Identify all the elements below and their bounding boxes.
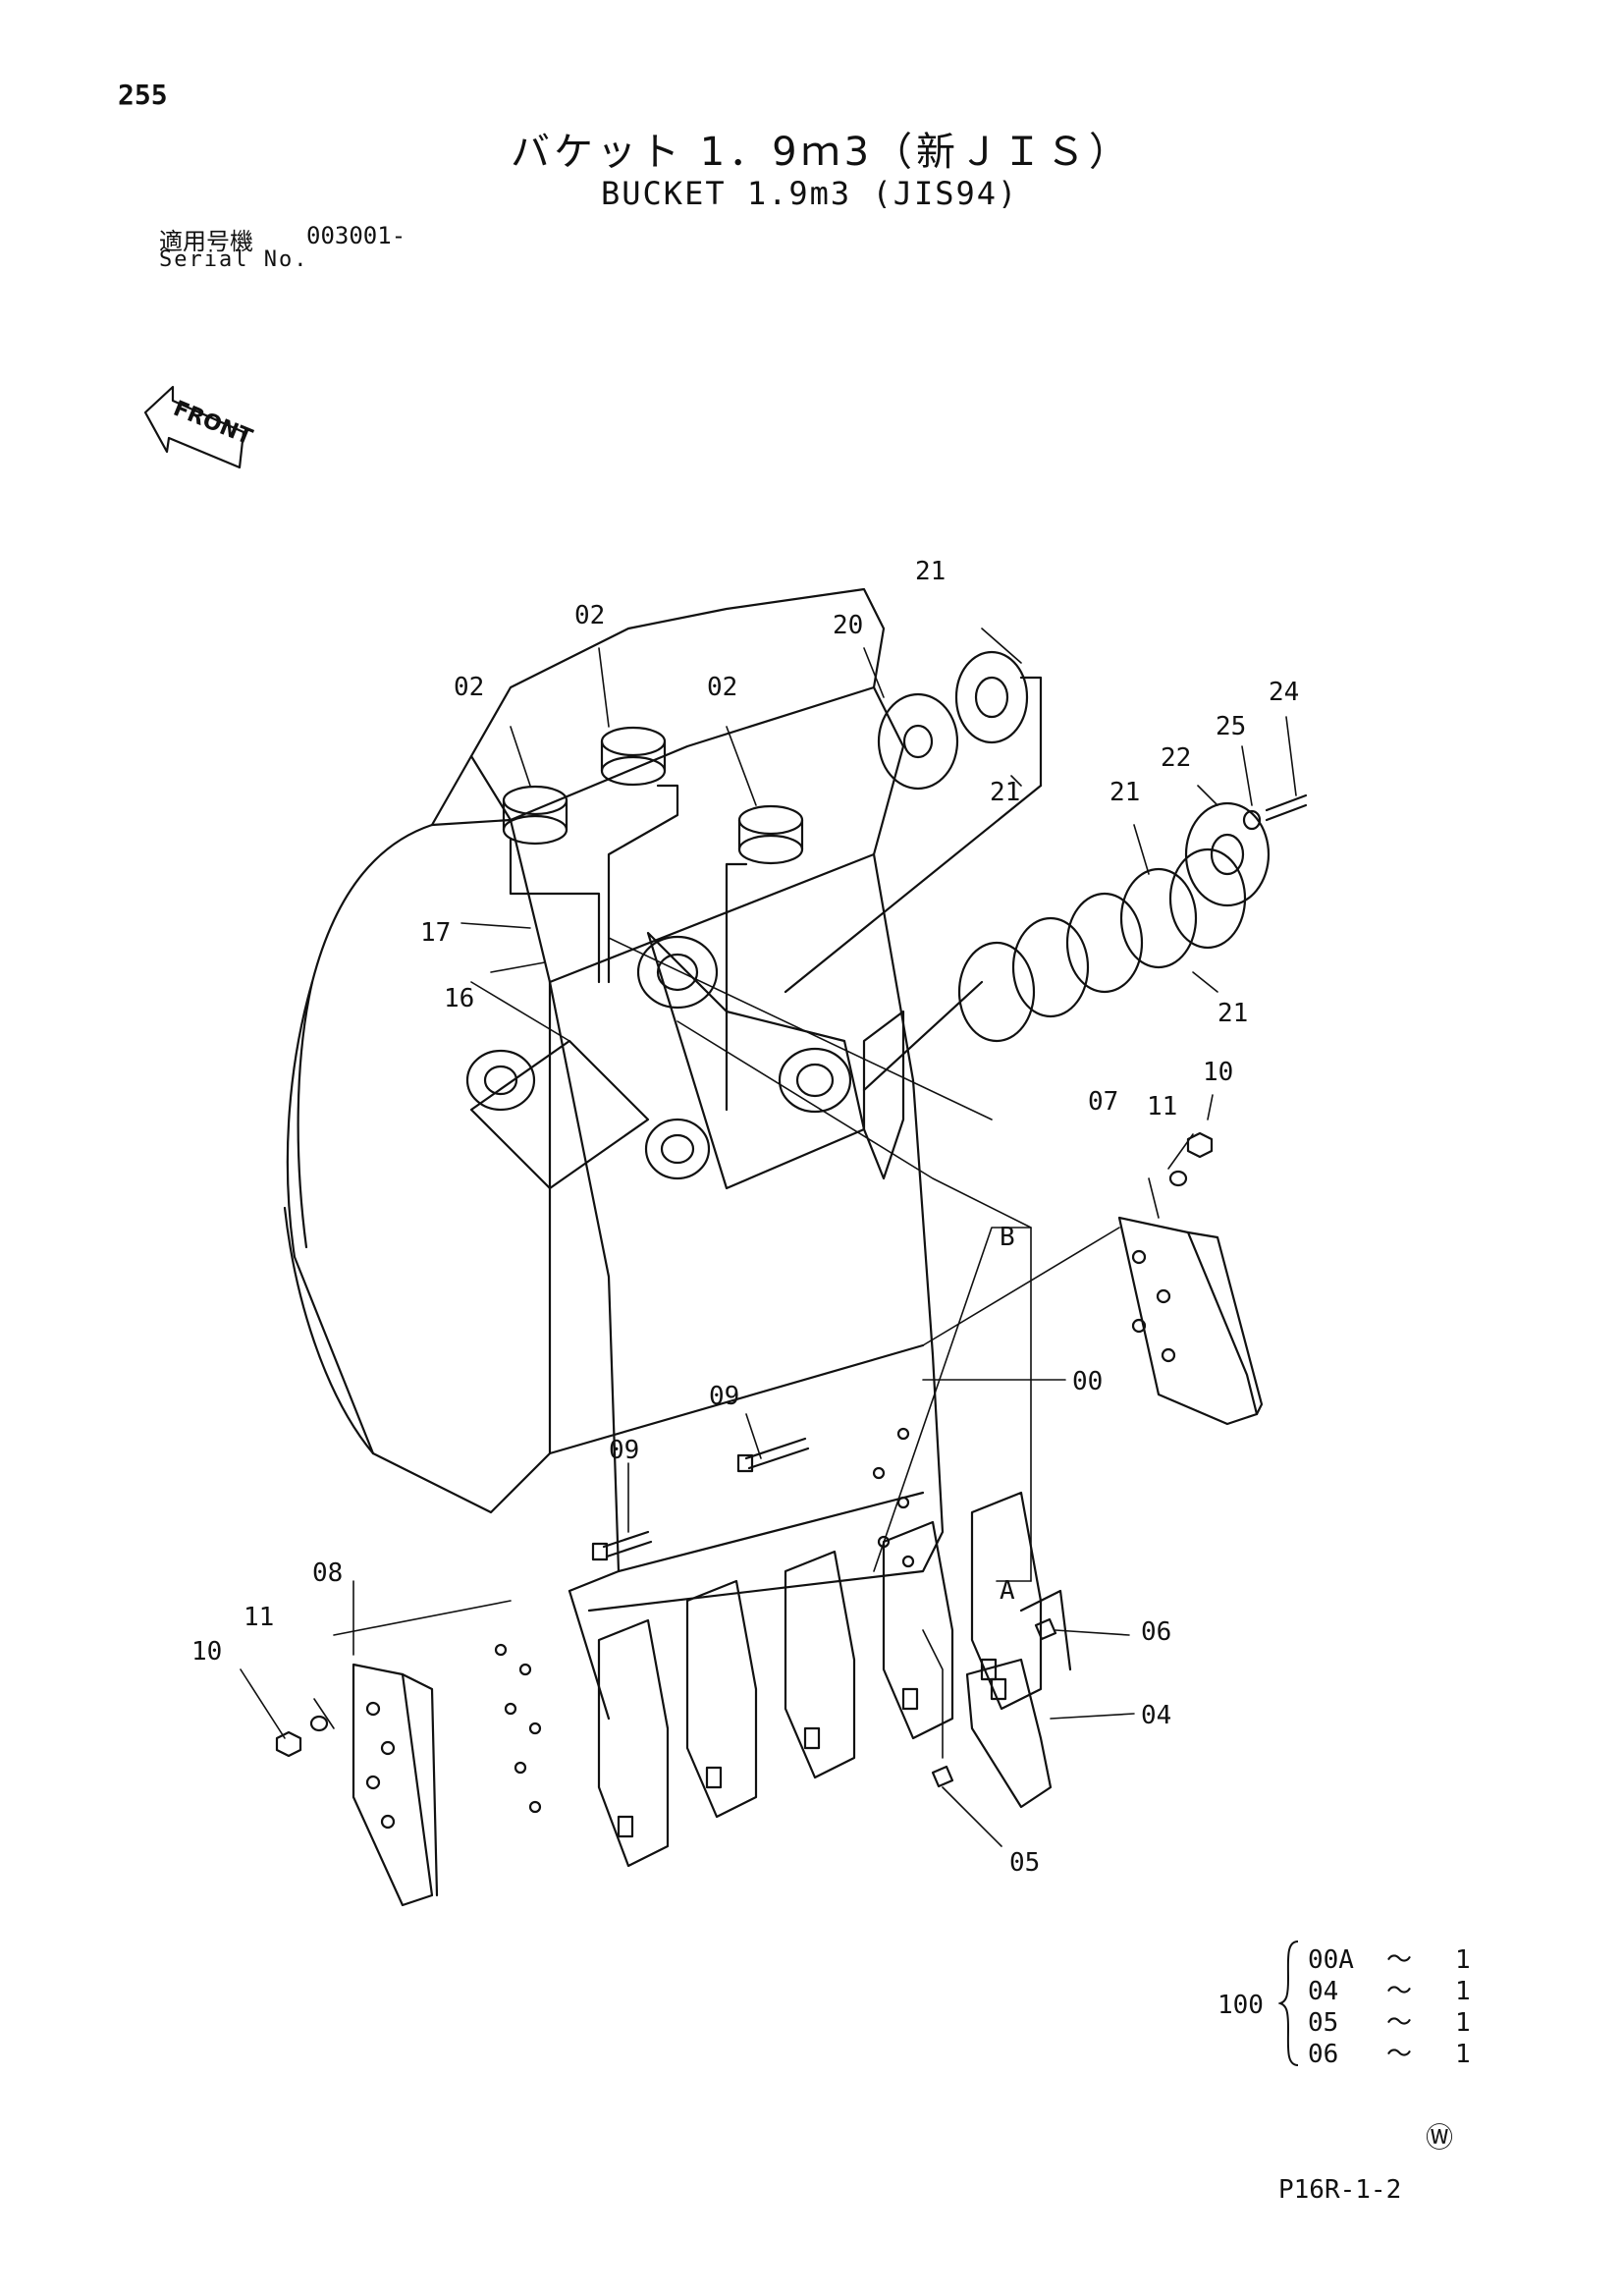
callout-11-left: 11 — [243, 1603, 274, 1632]
callout-06: 06 — [1141, 1617, 1171, 1647]
front-label: FRONT — [170, 397, 255, 451]
set-row: 00A ～ 1 — [1308, 1940, 1471, 1976]
callout-00: 00 — [1072, 1367, 1103, 1396]
callout-B: B — [1000, 1223, 1015, 1252]
set-row-qty: 1 — [1455, 1977, 1471, 2006]
set-row-qty: 1 — [1455, 2040, 1471, 2069]
callout-labels: 00 02 02 02 04 05 06 07 08 09 09 10 10 1… — [191, 557, 1299, 1878]
callout-16: 16 — [444, 984, 474, 1013]
nuts-and-washers — [275, 1131, 1214, 1758]
serial-label-en: Serial No. — [159, 247, 309, 272]
callout-A: A — [1000, 1576, 1015, 1606]
serial-label-jp: 適用号機 — [159, 228, 253, 255]
boss-20-and-shims-21 — [784, 650, 1308, 1092]
set-row-qty: 1 — [1455, 1945, 1471, 1975]
callout-02-middle: 02 — [574, 601, 605, 630]
callout-10-left: 10 — [191, 1637, 222, 1667]
side-cutters — [352, 1216, 1264, 1907]
leader-lines — [240, 628, 1297, 1847]
callout-05: 05 — [1009, 1848, 1040, 1878]
tooth-04-pin-05-06 — [931, 1617, 1057, 1809]
set-row: 05 ～ 1 — [1308, 2002, 1471, 2039]
callout-11-right: 11 — [1147, 1092, 1177, 1121]
callout-21-right: 21 — [1109, 778, 1140, 807]
set-row-tilde: ～ — [1386, 1977, 1413, 2006]
bushing-02-parts — [502, 726, 804, 1112]
callout-22: 22 — [1161, 743, 1191, 773]
callout-21-mid: 21 — [990, 778, 1020, 807]
set-row-code: 04 — [1308, 1977, 1339, 2006]
callout-09-upper: 09 — [709, 1382, 739, 1411]
callout-21-top: 21 — [915, 557, 946, 586]
callout-21-bottom: 21 — [1217, 999, 1248, 1028]
set-number: 100 — [1217, 1991, 1264, 2020]
set-row-tilde: ～ — [1386, 1945, 1413, 1975]
callout-04: 04 — [1141, 1701, 1171, 1730]
set-row: 06 ～ 1 — [1308, 2034, 1471, 2070]
set-row: 04 ～ 1 — [1308, 1971, 1471, 2007]
callout-02-right: 02 — [707, 673, 737, 702]
page-title-jp: バケット 1．9ｍ3（新ＪＩＳ） — [511, 130, 1133, 175]
callout-25: 25 — [1216, 712, 1246, 741]
set-row-code: 06 — [1308, 2040, 1339, 2069]
page-reference: P16R-1-2 — [1278, 2175, 1402, 2205]
watermark-mark: Ⓦ — [1426, 2121, 1454, 2154]
set-row-code: 00A — [1308, 1945, 1354, 1975]
set-row-code: 05 — [1308, 2008, 1339, 2038]
page-number: 255 — [118, 79, 168, 111]
bucket-teeth — [597, 1491, 1072, 1868]
brace-icon — [1278, 1941, 1299, 2066]
callout-08: 08 — [312, 1558, 343, 1588]
callout-10-right: 10 — [1203, 1058, 1233, 1087]
callout-17: 17 — [420, 918, 451, 948]
callout-20: 20 — [833, 611, 863, 640]
bucket-body — [283, 587, 945, 1814]
serial-value: 003001- — [306, 222, 406, 249]
bolts-09 — [591, 1437, 810, 1561]
set-row-qty: 1 — [1455, 2008, 1471, 2038]
set-row-tilde: ～ — [1386, 2008, 1413, 2038]
callout-09-lower: 09 — [609, 1436, 639, 1465]
page-title-en: BUCKET 1.9m3 (JIS94) — [601, 175, 1019, 212]
callout-02-left: 02 — [454, 673, 484, 702]
callout-07: 07 — [1088, 1087, 1118, 1117]
set-row-tilde: ～ — [1386, 2040, 1413, 2069]
callout-24: 24 — [1269, 678, 1299, 707]
front-arrow-icon: FRONT — [143, 385, 255, 469]
